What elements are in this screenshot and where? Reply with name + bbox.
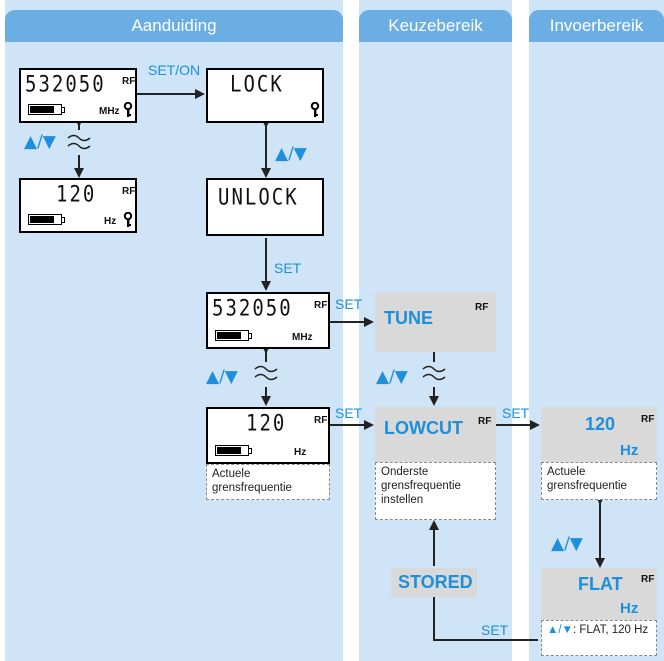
display-lowcut-mid: 120 RF Hz (206, 407, 330, 464)
battery-icon (28, 104, 65, 115)
display-unlock: UNLOCK (206, 178, 324, 236)
set-label: SET (481, 622, 509, 638)
unit-label: Hz (294, 447, 307, 458)
display-lock: LOCK (206, 68, 324, 123)
frequency-digits: 532050 (212, 296, 293, 322)
rf-indicator: RF (122, 76, 136, 87)
input-flat-value: FLAT (578, 574, 623, 594)
input-flat-unit: Hz (620, 600, 639, 617)
stored-label: STORED (398, 572, 473, 592)
input-120-unit: Hz (620, 442, 639, 459)
menu-item-lowcut (375, 407, 496, 462)
updown-icon: ▲/▼ (206, 367, 238, 387)
updown-icon: ▲/▼ (24, 132, 56, 152)
menu-item-tune (375, 292, 496, 352)
set-label: SET (335, 296, 363, 312)
key-lock-icon (123, 102, 133, 117)
column-header-invoerbereik: Invoerbereik (529, 10, 664, 42)
updown-icon: ▲/▼ (547, 624, 573, 636)
battery-icon (28, 214, 65, 225)
unit-label: MHz (99, 106, 120, 117)
key-lock-icon (123, 212, 133, 227)
set-label: SET (274, 260, 302, 276)
unit-label: MHz (292, 332, 313, 343)
column-header-aanduiding: Aanduiding (5, 10, 343, 42)
lowcut-digits: 120 (56, 182, 97, 208)
rf-indicator: RF (478, 416, 492, 427)
unlock-text: UNLOCK (218, 185, 299, 211)
menu-lowcut-label: LOWCUT (384, 418, 463, 438)
battery-icon (215, 445, 252, 456)
display-lowcut-top: 120 RF Hz (19, 178, 137, 233)
lowcut-menu-note: Onderste grensfrequentie instellen (375, 462, 496, 520)
set-label: SET (502, 405, 530, 421)
input-flat-note-text: : FLAT, 120 Hz (572, 624, 649, 636)
display-frequency-top: 532050 RF MHz (19, 68, 137, 123)
menu-tune-label: TUNE (384, 308, 433, 328)
set-on-label: SET/ON (148, 62, 201, 78)
input-value-120 (541, 407, 657, 462)
column-header-keuzebereik: Keuzebereik (359, 10, 512, 42)
frequency-digits: 532050 (25, 72, 106, 98)
set-label: SET (335, 405, 363, 421)
rf-indicator: RF (314, 415, 328, 426)
stored-box (391, 568, 477, 597)
display-frequency-mid: 532050 RF MHz (206, 292, 330, 349)
input-value-flat (541, 568, 657, 620)
input-flat-note: ▲/▼: FLAT, 120 Hz (541, 620, 657, 656)
updown-icon: ▲/▼ (376, 367, 408, 387)
updown-icon: ▲/▼ (551, 534, 583, 554)
rf-indicator: RF (314, 300, 328, 311)
lowcut-mid-note: Actuele grensfrequentie (206, 464, 330, 500)
battery-icon (215, 330, 252, 341)
lock-text: LOCK (230, 72, 284, 98)
rf-indicator: RF (641, 414, 655, 425)
updown-icon: ▲/▼ (275, 144, 307, 164)
rf-indicator: RF (641, 574, 655, 585)
unit-label: Hz (104, 216, 117, 227)
lowcut-digits: 120 (246, 411, 287, 437)
rf-indicator: RF (122, 186, 136, 197)
rf-indicator: RF (475, 302, 489, 313)
key-lock-icon (310, 102, 320, 117)
input-120-value: 120 (585, 414, 616, 434)
input-120-note: Actuele grensfrequentie (541, 462, 657, 500)
